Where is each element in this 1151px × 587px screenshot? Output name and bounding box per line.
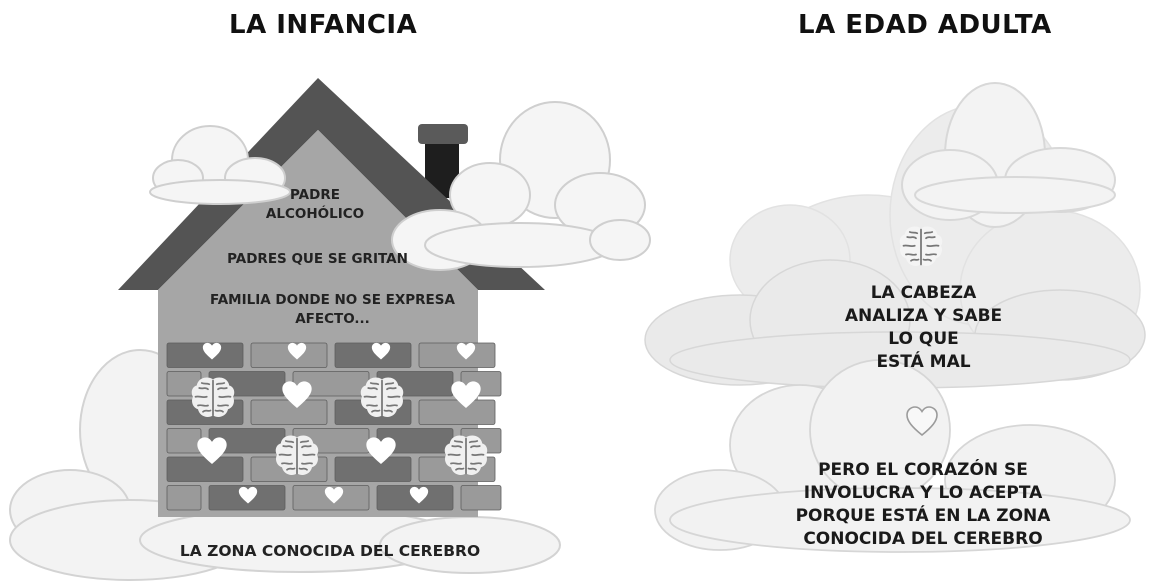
childhood-bottom-cloud-icon — [9, 349, 561, 581]
brick — [166, 428, 202, 454]
brick — [334, 456, 412, 482]
middle-cloud-icon — [644, 259, 1146, 389]
brick — [460, 485, 502, 511]
adulthood-title: LA EDAD ADULTA — [798, 10, 1052, 40]
brick — [250, 399, 328, 425]
chimney-cloud-icon — [391, 101, 651, 271]
adult-cloud-cluster — [644, 82, 1146, 553]
brick — [166, 456, 244, 482]
small-left-cloud-icon — [149, 125, 291, 205]
chimney-cap — [418, 124, 468, 144]
brick — [166, 342, 244, 368]
brick — [334, 342, 412, 368]
brick — [166, 485, 202, 511]
brick — [418, 399, 496, 425]
top-right-cloud-icon — [901, 82, 1116, 228]
head-text: LA CABEZA ANALIZA Y SABE LO QUE ESTÁ MAL — [844, 283, 1003, 372]
childhood-title: LA INFANCIA — [229, 10, 418, 40]
roof-label-no-affection: FAMILIA DONDE NO SE EXPRESA AFECTO... — [210, 292, 455, 327]
brick — [250, 342, 328, 368]
bottom-cloud-icon — [654, 359, 1131, 553]
roof-label-shouting-parents: PADRES QUE SE GRITAN — [227, 251, 408, 267]
brick — [418, 342, 496, 368]
childhood-caption: LA ZONA CONOCIDA DEL CEREBRO — [179, 542, 481, 560]
heart-outline-icon — [906, 406, 938, 437]
roof-label-father: PADRE ALCOHÓLICO — [265, 187, 365, 222]
heart-text: PERO EL CORAZÓN SE INVOLUCRA Y LO ACEPTA… — [795, 460, 1051, 549]
